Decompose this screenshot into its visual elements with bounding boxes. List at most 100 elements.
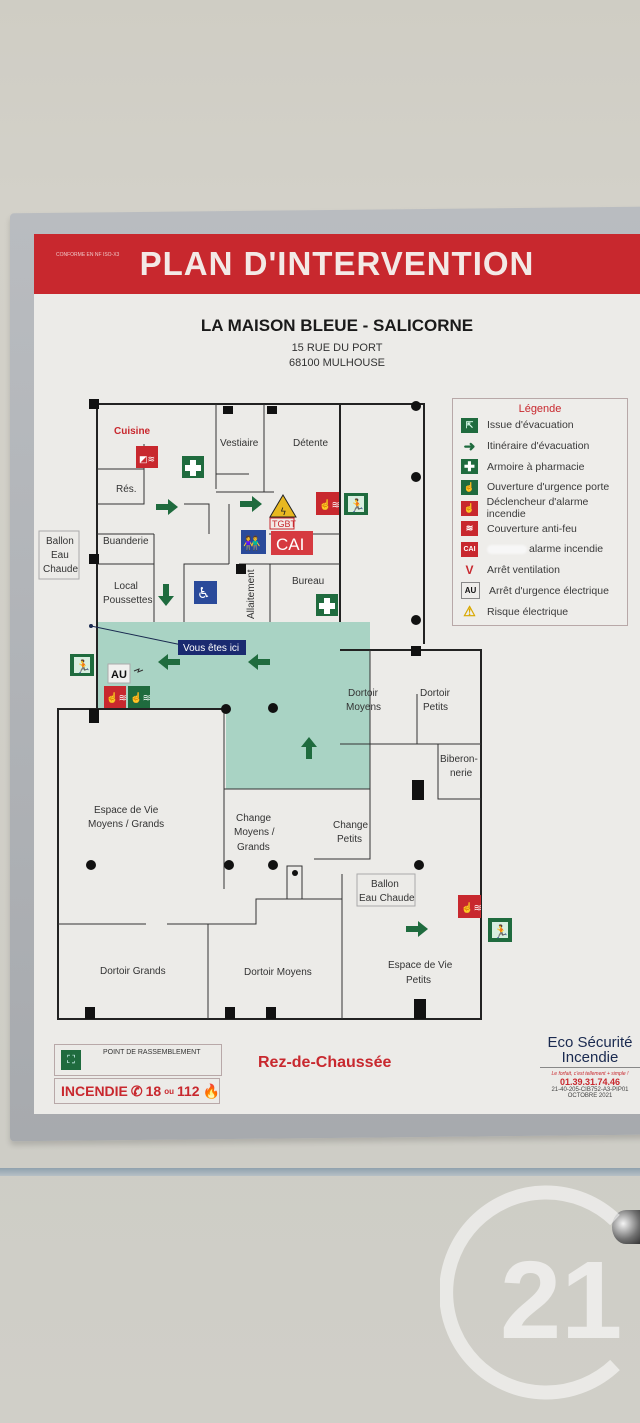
legend-item: ≋ Couverture anti-feu <box>453 518 627 539</box>
company-phone: 01.39.31.74.46 <box>559 1077 621 1087</box>
evacuation-arrow-icon: ➜ <box>463 437 476 454</box>
room-local-poussettes: Local <box>114 581 138 592</box>
plan-date: OCTOBRE 2021 <box>567 1093 613 1099</box>
legend-item: ⚠ Risque électrique <box>453 601 627 622</box>
room-dortoir-grands: Dortoir Grands <box>100 966 166 977</box>
room-biberonnerie: Biberon- <box>440 754 478 765</box>
svg-text:☝≋: ☝≋ <box>319 498 340 511</box>
arrow-left-icon <box>248 654 270 670</box>
plan-reference: 21-40-205-CIB752-A3-PIP01 <box>551 1087 629 1093</box>
ballon-eau-chaude-1: Ballon Eau Chaude <box>38 530 80 580</box>
legend-item: CAI alarme incendie <box>453 539 627 560</box>
svg-text:Moyens / Grands: Moyens / Grands <box>88 819 164 830</box>
floor-plan: Cuisine Rés. Vestiaire Détente Buanderie… <box>38 399 512 1020</box>
first-aid-icon <box>182 456 204 478</box>
room-espace-vie-moyens-grands: Espace de Vie <box>94 805 159 816</box>
svg-text:nerie: nerie <box>450 768 473 779</box>
arrow-right-icon <box>406 921 428 937</box>
electrical-emergency-stop-icon: AU <box>461 582 480 600</box>
legend-title: Légende <box>518 403 562 415</box>
legend-box: Légende ⇱ Issue d'évacuation ➜ Itinérair… <box>452 398 628 626</box>
svg-text:Poussettes: Poussettes <box>103 595 152 606</box>
arrow-left-icon <box>158 654 180 670</box>
room-change-moyens-grands: Change <box>236 813 271 824</box>
first-aid-icon <box>316 594 338 616</box>
fire-alarm-call-point-icon: ☝ <box>461 500 478 516</box>
floor-name: Rez-de-Chaussée <box>258 1054 392 1071</box>
svg-text:♿: ♿ <box>197 584 210 602</box>
svg-text:Ballon: Ballon <box>371 879 399 890</box>
tgbt-label: TGBT <box>269 517 297 530</box>
electrical-hazard-icon: ϟ <box>269 494 297 518</box>
conformity-label: CONFORME EN NF ISO-X3 <box>56 252 120 258</box>
svg-text:👫: 👫 <box>243 535 261 552</box>
fire-emergency-numbers: INCENDIE ✆ 18 ou 112 🔥 <box>54 1078 220 1104</box>
you-are-here-marker: Vous êtes ici <box>178 640 246 655</box>
svg-text:☝≋: ☝≋ <box>106 691 127 704</box>
svg-text:Moyens /: Moyens / <box>234 827 275 838</box>
svg-text:🏃: 🏃 <box>75 659 91 675</box>
watermark-logo: 21 <box>440 1185 622 1400</box>
fire-alarm-call-point-icon: ☝≋ <box>458 895 482 918</box>
company-brand: Eco Sécurité Incendie Le forfait, c'est … <box>540 1035 640 1099</box>
flame-icon: 🔥 <box>202 1082 221 1099</box>
first-aid-icon: ✚ <box>461 459 478 475</box>
emergency-exit-icon: ⇱ <box>461 417 478 433</box>
legend-item: ✚ Armoire à pharmacie <box>453 456 627 477</box>
svg-text:Eau: Eau <box>51 550 69 561</box>
rally-point-box: ⛶ POINT DE RASSEMBLEMENT <box>54 1044 222 1076</box>
svg-text:Petits: Petits <box>337 834 362 845</box>
svg-text:21: 21 <box>500 1239 622 1362</box>
room-change-petits: Change <box>333 820 368 831</box>
svg-text:☝≋: ☝≋ <box>461 901 482 914</box>
svg-text:AU: AU <box>111 669 127 681</box>
svg-text:Chaude: Chaude <box>43 564 78 575</box>
svg-text:Ballon: Ballon <box>46 536 74 547</box>
room-dortoir-moyens-2: Dortoir Moyens <box>244 967 312 978</box>
legend-item: ⇱ Issue d'évacuation <box>453 415 627 436</box>
evacuation-arrows <box>156 496 428 937</box>
svg-text:Eau Chaude: Eau Chaude <box>359 893 415 904</box>
plan-title: PLAN D'INTERVENTION <box>139 245 535 282</box>
toilets-icon: 👫 <box>241 530 266 554</box>
evacuation-plan-sheet: CONFORME EN NF ISO-X3 PLAN D'INTERVENTIO… <box>34 234 640 1114</box>
legend-item: ☝ Déclencheur d'alarme incendie <box>453 496 627 520</box>
fire-alarm-call-point-icon: ☝≋ <box>104 686 127 708</box>
ventilation-stop-icon: V <box>465 563 474 578</box>
room-dortoir-petits: Dortoir <box>420 688 451 699</box>
arrow-down-icon <box>158 584 174 606</box>
svg-text:Grands: Grands <box>237 842 270 853</box>
svg-text:ϟ: ϟ <box>280 507 287 518</box>
room-espace-vie-petits: Espace de Vie <box>388 960 453 971</box>
arrow-right-icon <box>240 496 262 512</box>
rally-point-label: POINT DE RASSEMBLEMENT <box>103 1049 201 1056</box>
room-buanderie: Buanderie <box>103 536 149 547</box>
fire-blanket-icon: ≋ <box>461 521 478 537</box>
svg-text:Moyens: Moyens <box>346 702 381 713</box>
svg-text:Petits: Petits <box>406 975 431 986</box>
ballon-eau-chaude-2: Ballon Eau Chaude <box>356 873 416 907</box>
plan-banner: CONFORME EN NF ISO-X3 PLAN D'INTERVENTIO… <box>34 234 640 294</box>
svg-text:Petits: Petits <box>423 702 448 713</box>
cai-icon: CAI <box>461 541 478 557</box>
svg-text:CAI: CAI <box>276 535 304 554</box>
address-city: 68100 MULHOUSE <box>289 357 385 369</box>
fire-blanket-icon: ◩≋ <box>136 446 158 468</box>
room-allaitement: Allaitement <box>246 569 257 619</box>
room-dortoir-moyens: Dortoir <box>348 688 379 699</box>
address-street: 15 RUE DU PORT <box>291 342 383 354</box>
svg-text:🏃: 🏃 <box>349 498 365 514</box>
room-res: Rés. <box>116 484 137 495</box>
svg-text:TGBT: TGBT <box>272 519 297 529</box>
obscured-text <box>487 544 527 554</box>
cai-panel-icon: CAI <box>271 531 313 555</box>
room-cuisine: Cuisine <box>114 426 151 437</box>
legend-item: ☝ Ouverture d'urgence porte <box>453 477 627 498</box>
wheelchair-accessible-icon: ♿ <box>194 581 217 604</box>
emergency-door-release-icon: ☝ <box>461 479 478 495</box>
svg-text:🏃: 🏃 <box>493 924 509 940</box>
wall-rail <box>0 1168 640 1176</box>
electrical-hazard-icon: ⚠ <box>463 603 476 620</box>
legend-item: V Arrêt ventilation <box>453 560 627 581</box>
emergency-door-release-icon: ☝≋ <box>128 686 151 708</box>
